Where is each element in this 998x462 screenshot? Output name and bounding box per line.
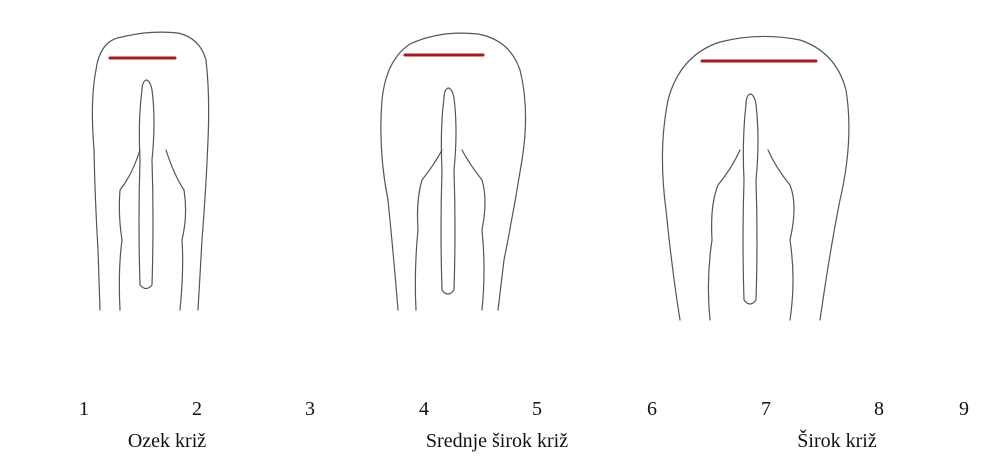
wide-croup-illustration: [640, 0, 870, 340]
narrow-croup-illustration: [60, 0, 250, 340]
scale-number-5: 5: [532, 397, 542, 421]
left-thigh-line: [415, 150, 442, 310]
scale-number-2: 2: [192, 397, 202, 421]
left-thigh-line: [708, 150, 740, 320]
right-thigh-line: [166, 150, 186, 310]
tail-outline: [139, 80, 154, 289]
caption-narrow-croup: Ozek križ: [128, 429, 206, 453]
scale-number-8: 8: [874, 397, 884, 421]
scale-number-4: 4: [419, 397, 429, 421]
tail-outline: [743, 94, 758, 304]
left-thigh-line: [119, 150, 140, 310]
caption-medium-croup: Srednje širok križ: [426, 429, 568, 453]
scale-number-7: 7: [761, 397, 771, 421]
scale-number-3: 3: [305, 397, 315, 421]
rump-outline: [92, 32, 208, 310]
medium-croup-illustration: [360, 0, 560, 340]
scale-number-1: 1: [79, 397, 89, 421]
right-thigh-line: [768, 150, 794, 320]
caption-wide-croup: Širok križ: [797, 429, 876, 453]
tail-outline: [441, 88, 456, 294]
rump-outline: [381, 33, 526, 310]
right-thigh-line: [462, 150, 485, 310]
scale-number-6: 6: [647, 397, 657, 421]
scale-number-9: 9: [959, 397, 969, 421]
